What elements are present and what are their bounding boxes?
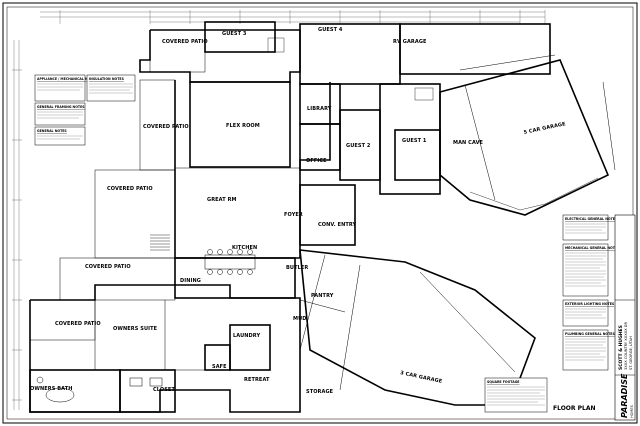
room-covered-patio-lower: COVERED PATIO <box>85 264 131 270</box>
title-block-line-2: 3XXX COUNTRY XXXXX DR <box>624 322 628 370</box>
room-storage: STORAGE <box>306 389 334 395</box>
room-laundry: LAUNDRY <box>233 333 260 339</box>
room-covered-patio-left: COVERED PATIO <box>143 124 189 130</box>
room-pantry: PANTRY <box>311 293 334 299</box>
left-dimensions <box>12 40 22 410</box>
top-dimensions <box>40 10 546 24</box>
notes-left-top-box <box>34 74 86 102</box>
room-conv-entry: CONV. ENTRY <box>318 222 357 228</box>
firm-logo-name: PARADISE <box>620 373 629 418</box>
room-foyer: FOYER <box>284 212 303 218</box>
sheet-title: FLOOR PLAN <box>553 405 596 412</box>
room-covered-patio-bottom: COVERED PATIO <box>55 321 101 327</box>
room-office: OFFICE <box>306 158 327 164</box>
room-guest-3: GUEST 3 <box>222 31 247 37</box>
note-title-framing: GENERAL FRAMING NOTES <box>37 105 85 109</box>
room-library: LIBRARY <box>307 106 332 112</box>
notes-left: APPLIANCE / MECHANICAL NOTES INSULATION … <box>34 74 136 146</box>
room-guest-4: GUEST 4 <box>318 27 343 33</box>
five-car-garage-wing <box>439 54 616 216</box>
room-rv-garage: RV GARAGE <box>393 39 427 45</box>
room-great-rm: GREAT RM <box>207 197 237 203</box>
note-title-insulation: INSULATION NOTES <box>89 77 125 81</box>
room-man-cave: MAN CAVE <box>453 140 484 146</box>
room-dining: DINING <box>180 278 201 284</box>
square-footage-table: SQUARE FOOTAGE <box>484 377 548 413</box>
room-safe: SAFE <box>212 364 227 370</box>
bath-fixtures <box>36 376 163 403</box>
sheet-inner-border <box>6 6 634 420</box>
dining-table <box>204 249 256 275</box>
notes-right-box-4 <box>562 329 609 371</box>
notes-right-box-2 <box>562 243 609 297</box>
note-title-square-footage: SQUARE FOOTAGE <box>487 380 520 384</box>
room-labels: COVERED PATIO GUEST 3 GUEST 4 RV GARAGE … <box>30 27 567 395</box>
stairs-and-hatching <box>150 37 434 251</box>
note-title-exterior-lighting: EXTERIOR LIGHTING NOTES <box>565 302 615 306</box>
room-owners-suite: OWNERS SUITE <box>113 326 158 332</box>
room-covered-patio-top: COVERED PATIO <box>162 39 208 45</box>
room-owners-bath: OWNERS BATH <box>30 386 73 392</box>
room-covered-patio-mid: COVERED PATIO <box>107 186 153 192</box>
room-flex-room: FLEX ROOM <box>226 123 260 129</box>
title-block-line-3: ST. GEORGE, UTAH <box>629 336 633 370</box>
note-title-general: GENERAL NOTES <box>37 129 67 133</box>
note-title-appliance: APPLIANCE / MECHANICAL NOTES <box>37 77 98 81</box>
notes-right-box-1 <box>562 214 609 241</box>
title-block: SCOTT & HUGHES 3XXX COUNTRY XXXXX DR ST.… <box>614 214 636 421</box>
room-guest-2: GUEST 2 <box>346 143 371 149</box>
notes-left-top-box-2 <box>86 74 136 102</box>
note-title-electrical: ELECTRICAL GENERAL NOTES <box>565 217 618 221</box>
room-closet: CLOSET <box>153 387 175 393</box>
covered-patios <box>29 29 206 341</box>
room-mud: MUD <box>293 316 307 322</box>
title-block-line-1: SCOTT & HUGHES <box>618 325 624 370</box>
room-butler: BUTLER <box>286 265 308 271</box>
firm-logo-subtitle: HOMES <box>630 404 634 418</box>
note-title-plumbing: PLUMBING GENERAL NOTES <box>565 332 615 336</box>
room-guest-1: GUEST 1 <box>402 138 427 144</box>
notes-left-mid-box <box>34 102 86 126</box>
notes-right-box-3 <box>562 299 609 327</box>
note-title-mechanical: MECHANICAL GENERAL NOTES <box>565 246 620 250</box>
notes-right: ELECTRICAL GENERAL NOTES MECHANICAL GENE… <box>562 214 620 371</box>
room-retreat: RETREAT <box>244 377 270 383</box>
room-kitchen: KITCHEN <box>232 245 257 251</box>
